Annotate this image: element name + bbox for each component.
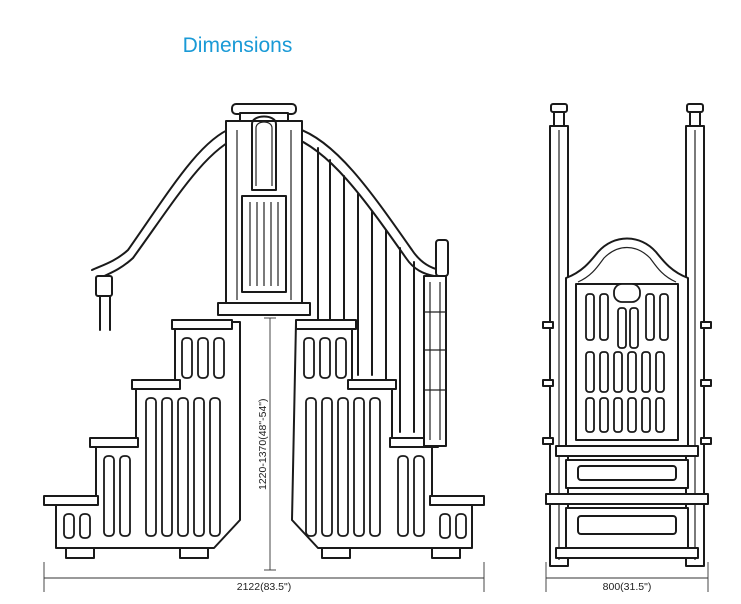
- front-view: 800(31.5"): [542, 103, 712, 593]
- page-title: Dimensions: [182, 34, 293, 57]
- total-width-dimension-label: 2122(83.5"): [237, 581, 292, 593]
- height-dimension-label: 1220-1370(48"-54"): [257, 398, 269, 490]
- ladder-width-dimension-label: 800(31.5"): [603, 581, 652, 593]
- left-step-slots: [63, 337, 225, 539]
- side-view: 1220-1370(48"-54") 2122(83.5"): [43, 103, 485, 593]
- gate-front-slots: [585, 283, 669, 433]
- right-step-slots: [303, 337, 467, 539]
- gate-bars: [249, 202, 279, 286]
